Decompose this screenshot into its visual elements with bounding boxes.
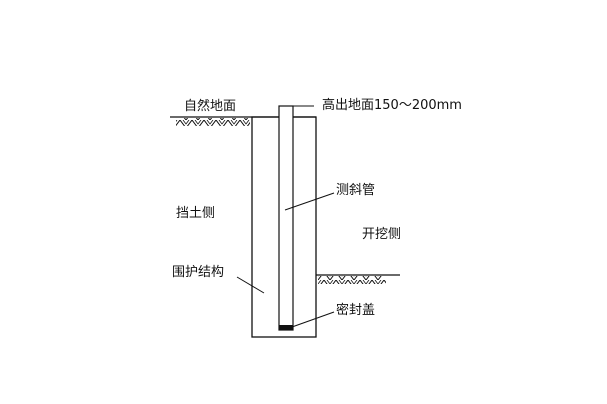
leader-structure xyxy=(236,276,265,294)
label-retaining-side: 挡土侧 xyxy=(176,206,216,221)
label-seal-cap: 密封盖 xyxy=(336,303,376,318)
label-protrusion: 高出地面150～200mm xyxy=(322,98,462,113)
excavation-ground-line xyxy=(316,274,400,284)
inclinometer-tube xyxy=(278,105,294,331)
leader-seal xyxy=(291,311,335,328)
label-natural-ground: 自然地面 xyxy=(184,99,237,114)
label-inclinometer-tube: 测斜管 xyxy=(336,183,376,198)
label-retaining-structure: 围护结构 xyxy=(172,265,225,280)
label-excavation-side: 开挖侧 xyxy=(362,227,402,242)
natural-ground-line xyxy=(170,116,252,126)
leader-tube xyxy=(284,192,335,211)
seal-cap xyxy=(279,325,293,330)
